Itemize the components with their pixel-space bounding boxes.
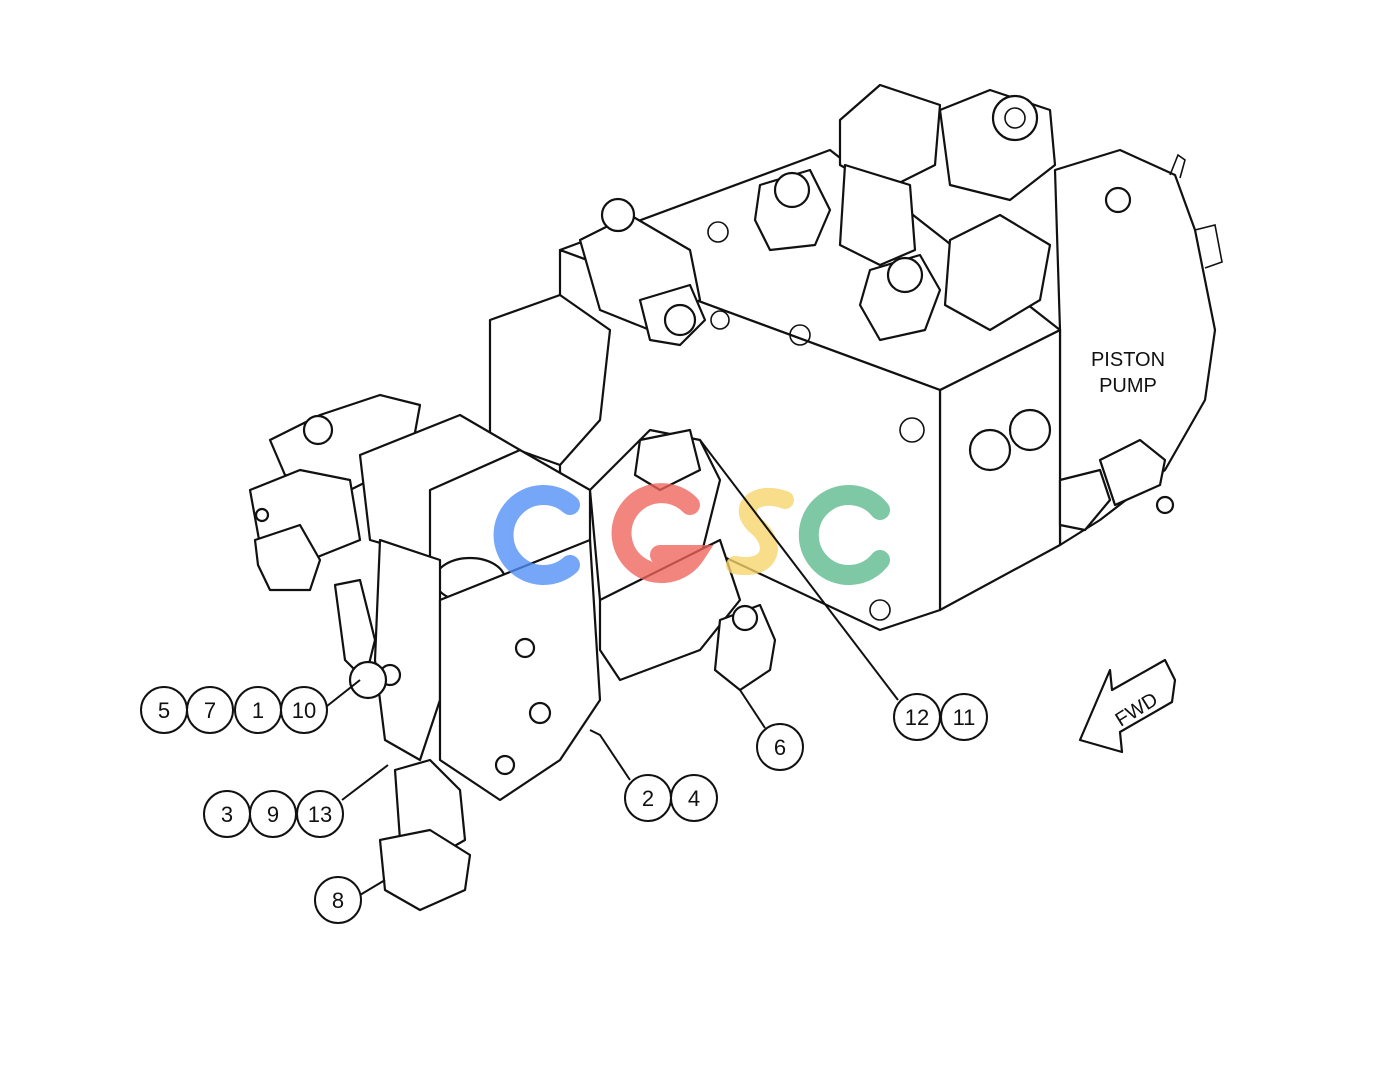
callout-10: 10	[280, 686, 328, 734]
callout-label: 9	[267, 802, 279, 827]
callout-11: 11	[940, 693, 988, 741]
control-valve-top	[488, 83, 1057, 467]
callout-7: 7	[186, 686, 234, 734]
callout-6: 6	[756, 723, 804, 771]
fwd-arrow-icon: FWD	[1078, 658, 1177, 754]
callout-label: 3	[221, 802, 233, 827]
pump-label-line1: PISTON	[1091, 349, 1165, 371]
piston-pump-housing	[558, 148, 1223, 632]
callout-2: 2	[624, 774, 672, 822]
callout-13: 13	[296, 790, 344, 838]
callout-12: 12	[893, 693, 941, 741]
callout-label: 10	[292, 698, 316, 723]
pump-side-solenoid	[1058, 438, 1175, 532]
cgsc-watermark-logo	[493, 483, 890, 585]
callout-4: 4	[670, 774, 718, 822]
callout-9: 9	[249, 790, 297, 838]
callout-1: 1	[234, 686, 282, 734]
callout-label: 2	[642, 786, 654, 811]
callout-label: 6	[774, 735, 786, 760]
pump-label-line2: PUMP	[1099, 375, 1157, 397]
leader-lines	[321, 439, 899, 896]
callout-label: 1	[252, 698, 264, 723]
callout-5: 5	[140, 686, 188, 734]
callout-label: 13	[308, 802, 332, 827]
callout-label: 8	[332, 888, 344, 913]
callout-label: 12	[905, 705, 929, 730]
callout-label: 7	[204, 698, 216, 723]
callout-3: 3	[203, 790, 251, 838]
callout-8: 8	[314, 876, 362, 924]
callout-label: 4	[688, 786, 700, 811]
callout-label: 5	[158, 698, 170, 723]
callout-label: 11	[953, 705, 976, 730]
